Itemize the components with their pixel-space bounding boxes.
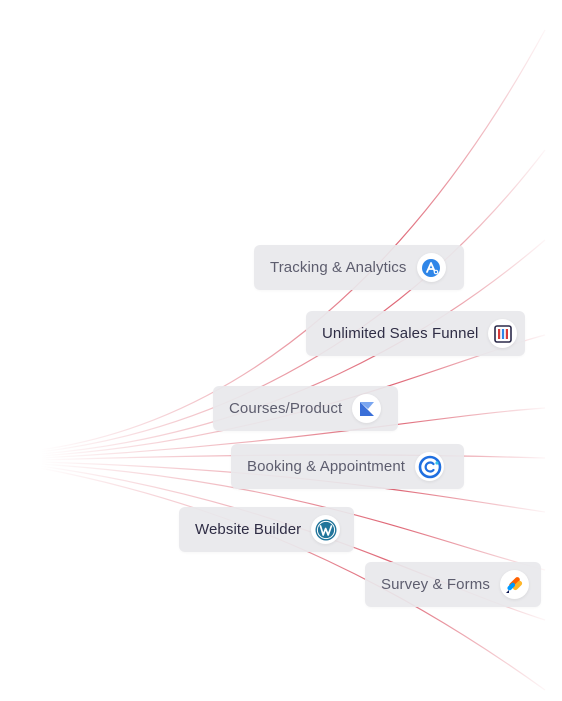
integration-pill-website-builder[interactable]: Website Builder bbox=[179, 507, 354, 552]
integration-label: Booking & Appointment bbox=[247, 458, 406, 475]
jotform-icon bbox=[499, 570, 529, 599]
integration-label: Unlimited Sales Funnel bbox=[322, 325, 479, 342]
integration-label: Website Builder bbox=[195, 521, 302, 538]
integration-label: Tracking & Analytics bbox=[270, 259, 407, 276]
connection-line bbox=[39, 239, 546, 455]
integration-pill-booking-appointment[interactable]: Booking & Appointment bbox=[231, 444, 464, 489]
analytics-icon bbox=[416, 253, 446, 282]
integration-pill-survey-forms[interactable]: Survey & Forms bbox=[365, 562, 541, 607]
integration-pill-sales-funnel[interactable]: Unlimited Sales Funnel bbox=[306, 311, 525, 356]
wordpress-icon bbox=[311, 515, 341, 544]
integration-label: Survey & Forms bbox=[381, 576, 490, 593]
clickfunnels-icon bbox=[488, 319, 518, 348]
course-platform-icon bbox=[352, 394, 382, 423]
integration-pill-tracking-analytics[interactable]: Tracking & Analytics bbox=[254, 245, 464, 290]
integration-pill-courses-product[interactable]: Courses/Product bbox=[213, 386, 398, 431]
calendly-icon bbox=[415, 452, 445, 481]
connection-line bbox=[39, 467, 546, 691]
integration-label: Courses/Product bbox=[229, 400, 343, 417]
